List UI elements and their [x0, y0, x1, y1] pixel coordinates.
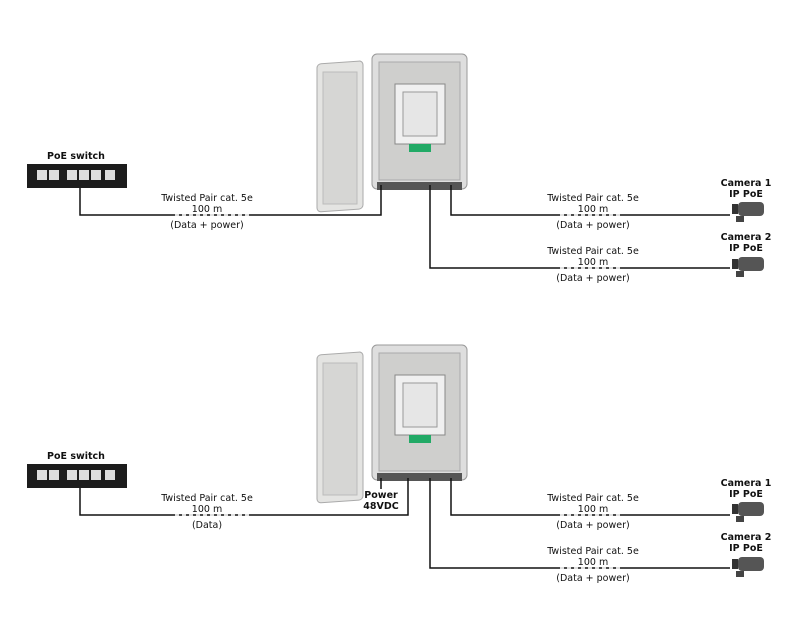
- poe-switch-image: [27, 164, 127, 188]
- camera-1-cable-use: (Data + power): [556, 520, 630, 531]
- uplink-cable-type: Twisted Pair cat. 5e: [161, 193, 253, 204]
- camera-2-image: [732, 557, 764, 577]
- camera-2-type: IP PoE: [729, 243, 763, 254]
- uplink-cable-length: 100 m: [191, 504, 223, 515]
- uplink-cable: [79, 478, 409, 516]
- uplink-cable-use: (Data): [191, 520, 223, 531]
- power-voltage: 48VDC: [363, 501, 399, 512]
- camera-1-cable-use: (Data + power): [556, 220, 630, 231]
- camera-1-cable-length: 100 m: [577, 504, 609, 515]
- camera-2-cable-use: (Data + power): [556, 273, 630, 284]
- camera-2-name: Camera 2: [720, 232, 772, 243]
- switch-label: PoE switch: [47, 151, 105, 162]
- camera-1-name: Camera 1: [720, 178, 772, 189]
- camera-2-cable-type: Twisted Pair cat. 5e: [547, 246, 639, 257]
- camera-1-cable-type: Twisted Pair cat. 5e: [547, 193, 639, 204]
- power-label: Power: [364, 490, 398, 501]
- enclosure-image: [316, 344, 468, 504]
- camera-1-type: IP PoE: [729, 489, 763, 500]
- camera-1-cable-length: 100 m: [577, 204, 609, 215]
- camera-2-image: [732, 257, 764, 277]
- top-diagram: [27, 53, 764, 277]
- uplink-cable-use: (Data + power): [170, 220, 244, 231]
- camera-2-name: Camera 2: [720, 532, 772, 543]
- camera-1-name: Camera 1: [720, 478, 772, 489]
- poe-switch-image: [27, 464, 127, 488]
- camera-1-cable-type: Twisted Pair cat. 5e: [547, 493, 639, 504]
- camera-1-cable: [450, 478, 730, 516]
- camera-2-cable: [429, 185, 730, 269]
- bottom-diagram: [27, 344, 764, 577]
- uplink-cable: [79, 185, 382, 216]
- camera-1-image: [732, 502, 764, 522]
- camera-2-type: IP PoE: [729, 543, 763, 554]
- camera-2-cable-use: (Data + power): [556, 573, 630, 584]
- camera-2-cable: [429, 478, 730, 569]
- camera-1-type: IP PoE: [729, 189, 763, 200]
- camera-2-cable-length: 100 m: [577, 557, 609, 568]
- uplink-cable-type: Twisted Pair cat. 5e: [161, 493, 253, 504]
- uplink-cable-length: 100 m: [191, 204, 223, 215]
- enclosure-image: [316, 53, 468, 213]
- camera-1-image: [732, 202, 764, 222]
- camera-1-cable: [450, 185, 730, 216]
- camera-2-cable-type: Twisted Pair cat. 5e: [547, 546, 639, 557]
- switch-label: PoE switch: [47, 451, 105, 462]
- camera-2-cable-length: 100 m: [577, 257, 609, 268]
